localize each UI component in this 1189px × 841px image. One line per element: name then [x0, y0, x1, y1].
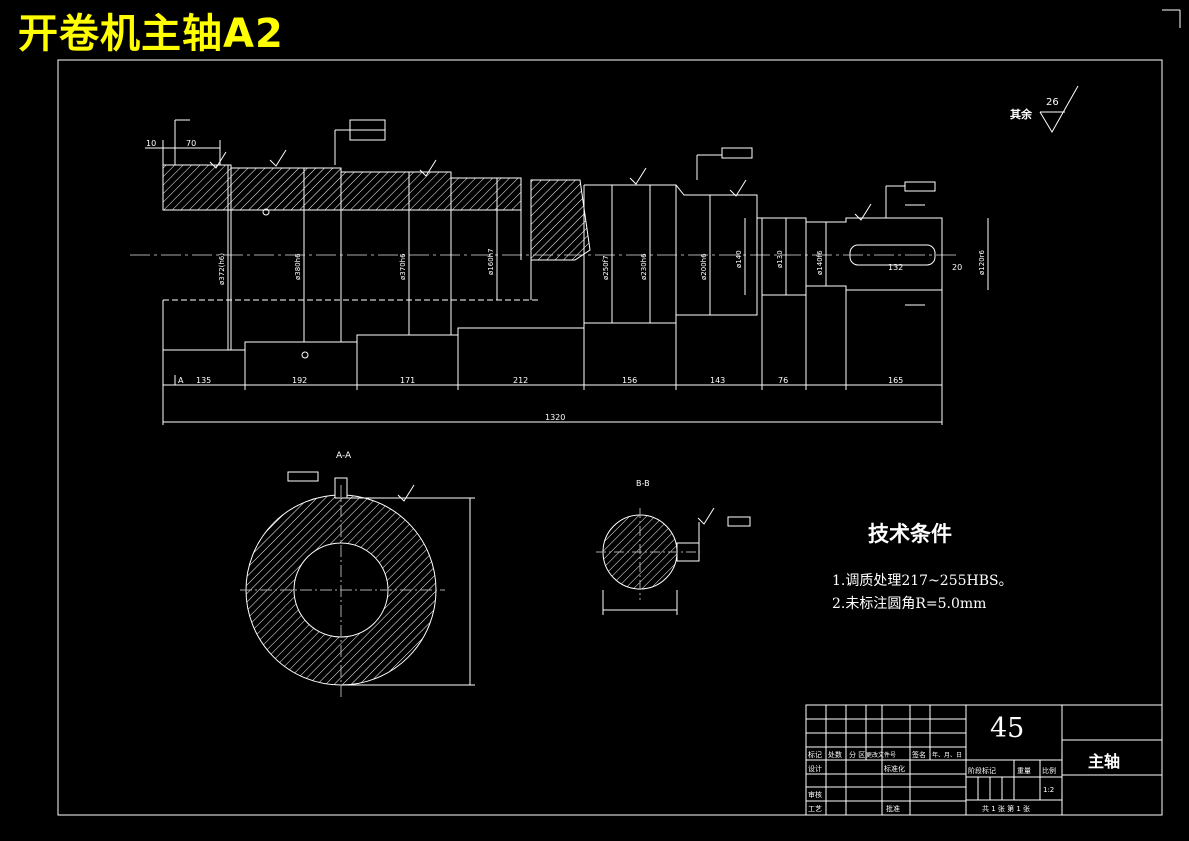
dim-small: 70: [186, 139, 196, 148]
tb-label: 更改文件号: [866, 752, 897, 759]
tb-design: 设计: [808, 765, 822, 773]
dim-length: 165: [888, 376, 903, 385]
roughness-value: 26: [1046, 97, 1059, 108]
dim-diameter: ø380h6: [294, 253, 302, 280]
dim-diameter: ø120r6: [978, 249, 986, 275]
tb-weight: 重量: [1017, 767, 1031, 775]
dim-diameter: ø372(h6): [218, 253, 226, 285]
title-block: [805, 704, 1163, 816]
hatched-section: [530, 179, 591, 261]
tb-scale-label: 比例: [1042, 767, 1056, 775]
section-b-b: B-B: [596, 479, 751, 615]
tb-standardize: 标准化: [884, 765, 905, 773]
dim-length: 171: [400, 376, 415, 385]
dim-keyway: 132: [888, 263, 903, 272]
dim-total: 1320: [545, 413, 565, 422]
tech-note: 1.调质处理217~255HBS。: [832, 573, 1013, 589]
roughness-symbol: [1039, 85, 1079, 133]
dim-length: 156: [622, 376, 637, 385]
tech-note: 2.未标注圆角R=5.0mm: [832, 596, 987, 612]
hatched-section: [340, 171, 452, 211]
tb-label: 标记: [808, 751, 822, 759]
dim-diameter: ø160h7: [487, 248, 495, 275]
section-label: B-B: [636, 479, 650, 488]
drawing-frame: [57, 59, 1163, 816]
dim-diameter: ø140f6: [816, 250, 824, 275]
dim-length: 192: [292, 376, 307, 385]
tb-scale: 1:2: [1043, 786, 1055, 794]
tech-title: 技术条件: [868, 521, 952, 546]
hatched-section: [162, 164, 232, 211]
material-label: 45: [990, 713, 1025, 744]
roughness-label: 其余: [1010, 108, 1032, 121]
tb-label: 年、月、日: [932, 752, 963, 759]
dim-diameter: ø140: [735, 250, 743, 268]
tb-label: 签名: [912, 751, 926, 759]
shaft-profile: [806, 217, 943, 291]
dim-diameter: ø230h6: [640, 253, 648, 280]
dim-keyway: 20: [952, 263, 962, 272]
tb-approve: 批准: [886, 805, 900, 813]
part-name: 主轴: [1088, 752, 1121, 771]
tech-notes: 1.调质处理217~255HBS。 2.未标注圆角R=5.0mm: [832, 570, 1013, 616]
dim-length: 212: [513, 376, 528, 385]
hatched-section: [450, 177, 522, 211]
tb-label: 分 区: [849, 751, 866, 759]
dim-diameter: ø370h6: [399, 253, 407, 280]
dim-diameter: ø200h6: [700, 253, 708, 280]
section-label: A-A: [336, 451, 352, 461]
shaft-profile-bottom: [162, 300, 758, 351]
shaft-elevation: [130, 119, 989, 425]
tb-sheets: 共 1 张 第 1 张: [982, 805, 1031, 813]
section-a-a: A-A: [240, 451, 475, 700]
dim-length: 135: [196, 376, 211, 385]
dim-length: 76: [778, 376, 788, 385]
drawing-title: 开卷机主轴A2: [18, 11, 284, 57]
dim-length: 143: [710, 376, 725, 385]
keyway: [849, 244, 936, 266]
dimension-labels: A 135 192 171 212 156 143 76 165 1320 10…: [146, 139, 986, 422]
shaft-profile: [584, 184, 807, 296]
dim-small: 10: [146, 139, 156, 148]
shaft-profile-top: [162, 164, 522, 210]
dim-diameter: ø130: [776, 250, 784, 268]
tb-process: 工艺: [808, 805, 822, 813]
tb-review: 审核: [808, 791, 822, 799]
dim-diameter: ø250f7: [602, 255, 610, 280]
tb-stage: 阶段标记: [968, 767, 996, 775]
tb-label: 处数: [828, 751, 842, 759]
hatched-section: [230, 167, 342, 211]
dim-length: A: [178, 376, 184, 385]
